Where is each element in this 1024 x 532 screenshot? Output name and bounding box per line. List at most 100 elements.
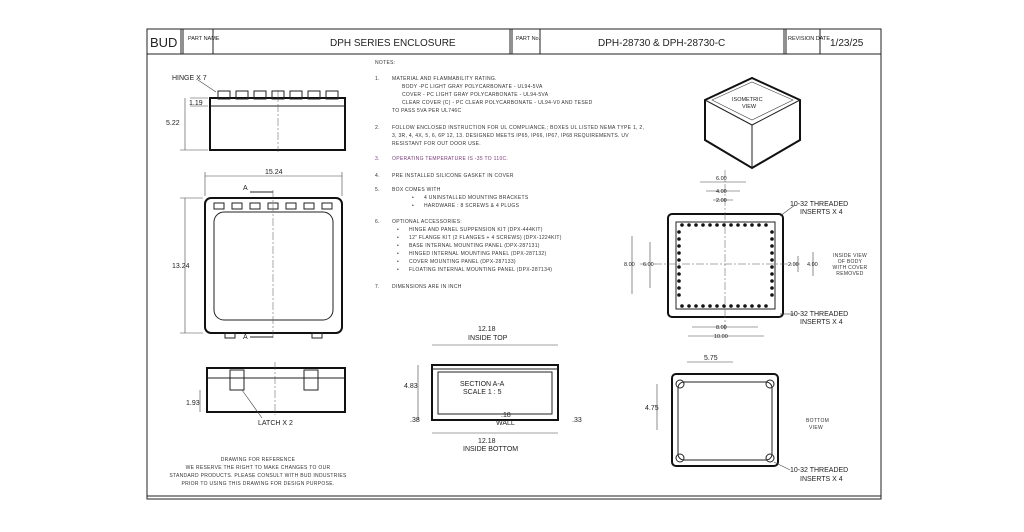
insert-label: 10-32 THREADED [790,311,848,318]
note-number: 6. [375,219,380,225]
gasket-dot [743,223,747,227]
disclaimer-line: PRIOR TO USING THIS DRAWING FOR DESIGN P… [181,481,334,487]
gasket-dot [694,304,698,308]
note-number: 7. [375,284,380,290]
dim-2-00: 2.00 [716,198,727,204]
gasket-dot [715,223,719,227]
revision-label: REVISION DATE [788,36,830,42]
part-no-label: PART No. [516,36,541,42]
gasket-dot [770,244,774,248]
dim-wall: .18 [501,412,511,419]
gasket-dot [677,293,681,297]
part-name: DPH SERIES ENCLOSURE [330,38,456,49]
gasket-dot [677,286,681,290]
part-name-label: PART NAME [188,36,220,42]
gasket-dot [757,304,761,308]
note-bullet: HARDWARE : 8 SCREWS & 4 PLUGS [424,203,520,209]
note-line: OPTIONAL ACCESSORIES: [392,219,462,225]
bullet-icon: • [397,243,399,249]
note-line: DIMENSIONS ARE IN INCH [392,284,462,290]
title-block: BUD PART NAME DPH SERIES ENCLOSURE PART … [147,29,881,55]
note-line: 3, 3R, 4, 4X, 5, 6, 6P 12, 13. DESIGNED … [392,133,629,139]
note-number: 2. [375,125,380,131]
note-line: BOX COMES WITH [392,187,441,193]
bullet-icon: • [397,227,399,233]
inside-view: 6.00 4.00 2.00 8.00 6.00 2.00 4.00 8.00 … [624,170,867,340]
side-view-top: HINGE X 7 1.19 5.22 [166,75,346,152]
dim-4-75: 4.75 [645,405,659,412]
gasket-dot [687,304,691,308]
note-number: 1. [375,76,380,82]
gasket-dot [708,223,712,227]
dim-right: .33 [572,417,582,424]
logo: BUD [150,35,177,50]
note-bullet: COVER MOUNTING PANEL (DPX-287133) [409,259,516,265]
gasket-dot [722,223,726,227]
gasket-dot [680,304,684,308]
bullet-icon: • [397,251,399,257]
note-bullet: BASE INTERNAL MOUNTING PANEL (DPX-287131… [409,243,540,249]
gasket-dot [764,223,768,227]
dim-10-00: 10.00 [714,334,728,340]
bullet-icon: • [397,259,399,265]
inside-view-label: INSIDE VIEW [833,253,867,259]
dim-6-00-left: 6.00 [643,262,654,268]
dim-6-00: 6.00 [716,176,727,182]
dim-section-height: 4.83 [404,383,418,390]
dim-height: 13.24 [172,263,190,270]
inside-top-label: INSIDE TOP [468,335,508,342]
isometric-view: ISOMETRIC VIEW [704,76,801,170]
latch-label: LATCH X 2 [258,420,293,427]
note-number: 5. [375,187,380,193]
gasket-dot [770,237,774,241]
note-line: BODY -PC LIGHT GRAY POLYCARBONATE - UL94… [402,84,543,90]
dim-8-00-bottom: 8.00 [716,325,727,331]
bullet-icon: • [397,235,399,241]
dim-width: 15.24 [265,169,283,176]
note-line: COVER - PC LIGHT GRAY POLYCARBONATE - UL… [402,92,549,98]
disclaimer: DRAWING FOR REFERENCE WE RESERVE THE RIG… [169,457,346,487]
dim-1-93: 1.93 [186,400,200,407]
dim-1-19: 1.19 [189,100,203,107]
gasket-dot [770,251,774,255]
gasket-dot [677,265,681,269]
section-title: SECTION A-A [460,381,505,388]
gasket-dot [750,304,754,308]
note-line: FOLLOW ENCLOSED INSTRUCTION FOR UL COMPL… [392,125,644,131]
disclaimer-line: WE RESERVE THE RIGHT TO MAKE CHANGES TO … [186,465,331,471]
gasket-dot [757,223,761,227]
gasket-dot [677,258,681,262]
note-line: CLEAR COVER (C) - PC CLEAR POLYCARBONATE… [402,100,593,106]
dim-2-00-right: 2.00 [788,262,799,268]
gasket-dot [770,293,774,297]
gasket-dot [708,304,712,308]
gasket-dot [770,265,774,269]
gasket-dot [750,223,754,227]
side-view-bottom: 1.93 LATCH X 2 [186,362,346,427]
disclaimer-title: DRAWING FOR REFERENCE [221,457,296,463]
note-number: 3. [375,156,380,162]
gasket-dot [729,304,733,308]
section-marker-bottom: A [243,334,248,341]
gasket-dot [743,304,747,308]
gasket-dot [677,279,681,283]
gasket-dot [677,244,681,248]
part-number: DPH-28730 & DPH-28730-C [598,38,725,49]
gasket-dot [770,286,774,290]
dim-4-00: 4.00 [716,189,727,195]
dim-4-00-right: 4.00 [807,262,818,268]
inside-view-label: REMOVED [836,271,863,277]
note-bullet: 4 UNINSTALLED MOUNTING BRACKETS [424,195,529,201]
bullet-icon: • [412,195,414,201]
note-number: 4. [375,173,380,179]
note-bullet: FLOATING INTERNAL MOUNTING PANEL (DPX-28… [409,267,552,273]
dim-8-00: 8.00 [624,262,635,268]
section-view: 12.18 INSIDE TOP 4.83 SECTION A-A SCALE … [404,326,582,453]
section-scale: SCALE 1 : 5 [463,389,502,396]
gasket-dot [715,304,719,308]
wall-label: WALL [496,420,515,427]
gasket-dot [687,223,691,227]
isometric-label: VIEW [742,104,757,110]
isometric-label: ISOMETRIC [732,97,763,103]
